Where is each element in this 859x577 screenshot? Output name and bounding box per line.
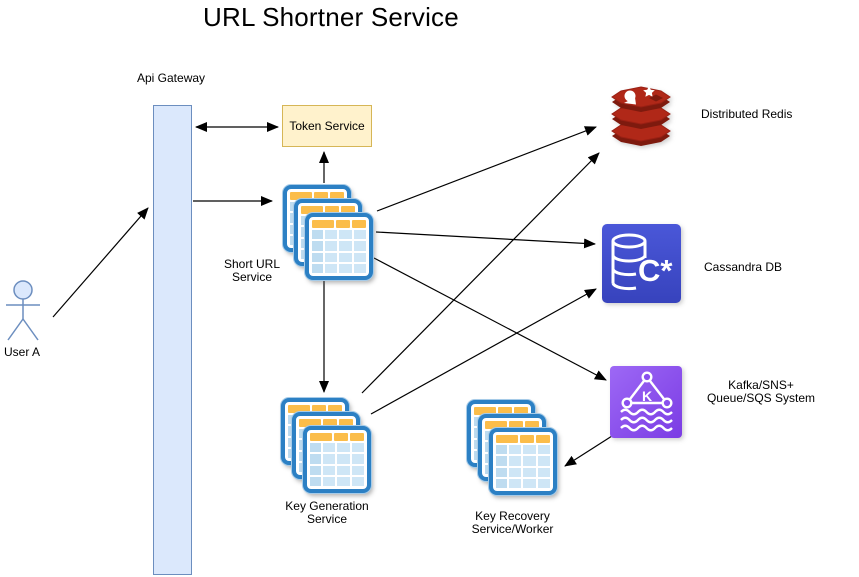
- key-generation-service-label-line1: Key Generation: [285, 499, 369, 513]
- key-recovery-service-stack: [467, 400, 559, 496]
- short-url-service-stack: [283, 185, 375, 281]
- table-icon: [305, 213, 373, 280]
- cassandra-icon: C*: [602, 224, 681, 303]
- short-url-service-label-line2: Service: [231, 270, 272, 284]
- table-icon: [303, 426, 371, 493]
- key-generation-service-label: Key Generation Service: [267, 500, 387, 526]
- key-recovery-service-label-line2: Service/Worker: [471, 522, 554, 536]
- short-url-service-label: Short URL Service: [212, 258, 292, 284]
- api-gateway-shape: [153, 105, 192, 575]
- cassandra-label: Cassandra DB: [704, 260, 783, 274]
- arrow-shorturl-cassandra: [375, 231, 596, 249]
- key-generation-service-stack: [281, 398, 373, 494]
- kafka-label-line1: Kafka/SNS+: [728, 378, 794, 392]
- diagram-title: URL Shortner Service: [203, 2, 459, 32]
- arrow-user-to-gateway: [52, 207, 149, 318]
- arrow-shorturl-redis: [376, 126, 597, 212]
- arrow-keygen-redis: [361, 152, 600, 394]
- user-label: User A: [3, 345, 40, 359]
- key-recovery-service-label: Key Recovery Service/Worker: [455, 510, 570, 536]
- token-service-label: Token Service: [289, 119, 365, 133]
- token-service-box: Token Service: [282, 105, 372, 147]
- key-generation-service-label-line2: Service: [306, 512, 347, 526]
- cassandra-symbol: C*: [638, 253, 673, 288]
- table-icon: [489, 428, 557, 495]
- kafka-label-line2: Queue/SQS System: [706, 391, 816, 405]
- key-recovery-service-label-line1: Key Recovery: [475, 509, 550, 523]
- arrow-kafka-keyrecovery: [564, 435, 613, 467]
- redis-label: Distributed Redis: [701, 107, 793, 121]
- api-gateway-label: Api Gateway: [137, 71, 206, 85]
- kafka-label: Kafka/SNS+ Queue/SQS System: [696, 379, 826, 405]
- arrow-shorturl-kafka: [373, 257, 607, 381]
- kafka-icon: K: [610, 366, 682, 438]
- redis-icon: [611, 86, 671, 146]
- arrow-keygen-cassandra: [370, 288, 597, 415]
- user-actor-icon: [6, 280, 40, 341]
- kafka-symbol: K: [642, 388, 652, 404]
- short-url-service-label-line1: Short URL: [223, 257, 281, 271]
